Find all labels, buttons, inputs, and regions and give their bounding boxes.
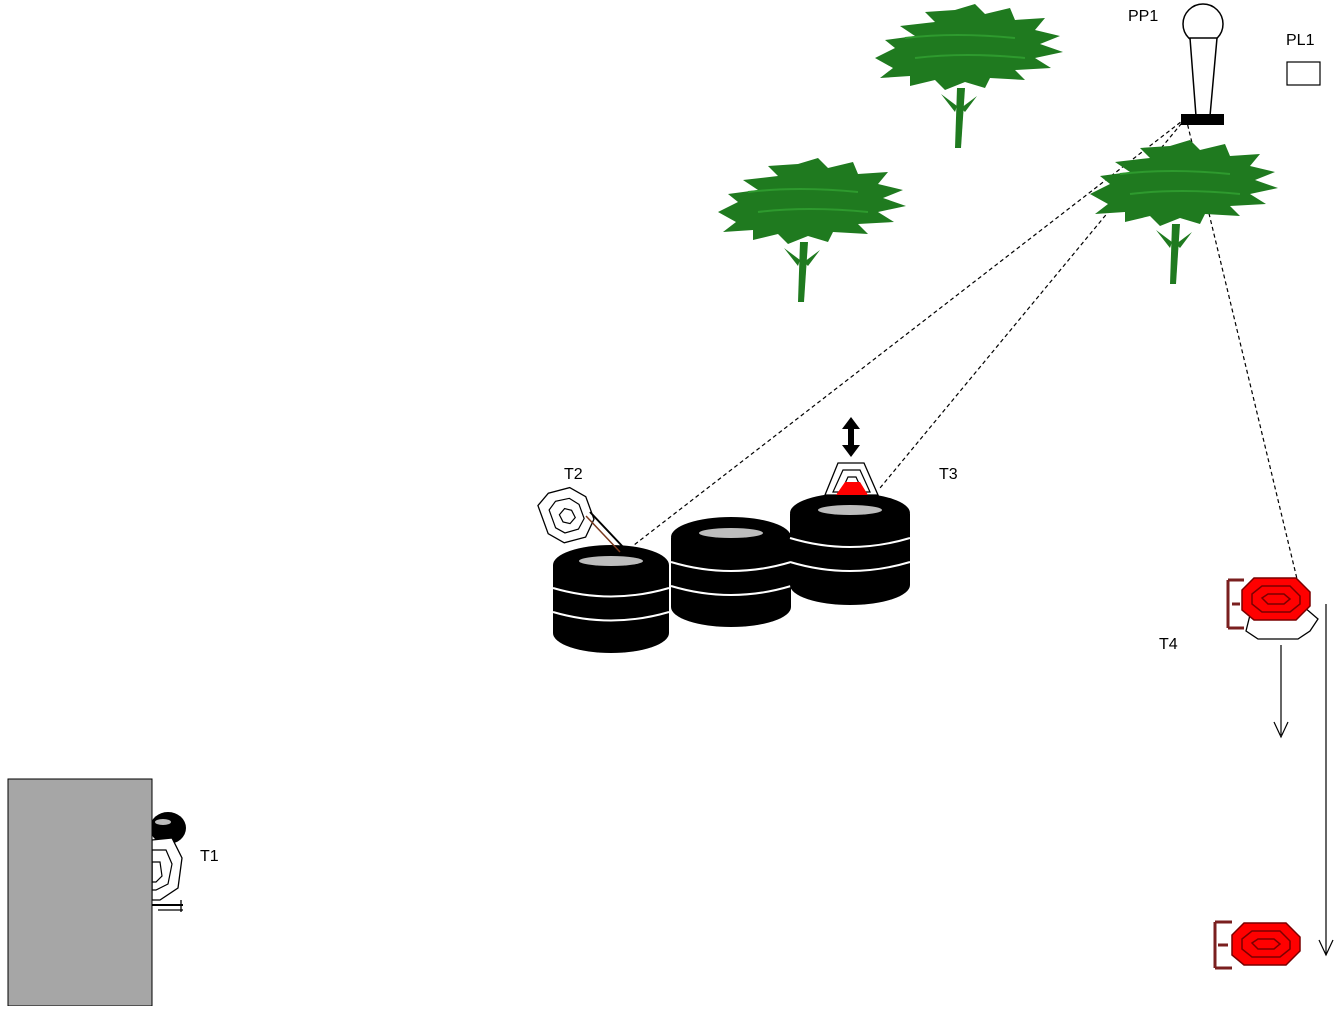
steel-target-frame xyxy=(1226,578,1244,630)
t2-stand xyxy=(589,511,625,549)
steel-target-icon xyxy=(1241,577,1311,621)
label-t1: T1 xyxy=(200,848,219,865)
shooting-position-icon xyxy=(1181,3,1224,125)
label-t3: T3 xyxy=(939,466,958,483)
label-pl1: PL1 xyxy=(1286,32,1315,49)
tree-icon xyxy=(717,157,907,303)
t2-stand xyxy=(585,515,621,553)
double-arrow-icon xyxy=(842,417,860,457)
sight-line-t2 xyxy=(633,117,1187,546)
wall-icon xyxy=(7,778,153,1007)
fall-arrow xyxy=(1273,604,1334,957)
steel-target-icon xyxy=(824,462,879,496)
label-t4: T4 xyxy=(1159,636,1178,653)
tire-stack-icon xyxy=(670,517,792,627)
t1-tire-icon xyxy=(150,812,186,844)
label-t2: T2 xyxy=(564,466,583,483)
tire-stack-icon xyxy=(789,493,911,605)
steel-target-icon xyxy=(151,837,183,912)
label-pp1: PP1 xyxy=(1128,8,1159,25)
steel-target-frame xyxy=(1213,920,1232,970)
pl1-box xyxy=(1286,61,1321,86)
tree-icon xyxy=(1089,139,1279,285)
tree-icon xyxy=(874,3,1064,149)
steel-target-icon xyxy=(537,486,595,544)
tire-stack-icon xyxy=(552,545,670,653)
steel-target-icon xyxy=(1231,922,1301,966)
